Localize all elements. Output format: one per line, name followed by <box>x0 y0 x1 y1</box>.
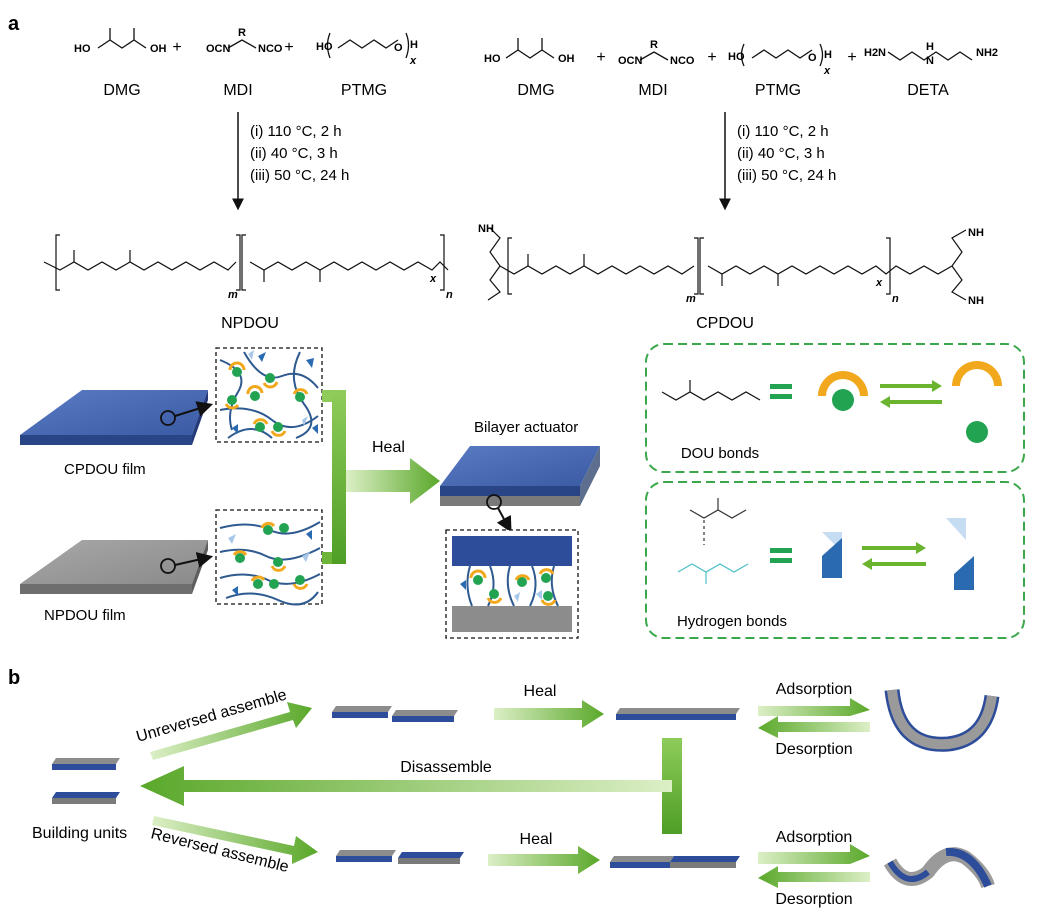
heal-arrow-top <box>494 700 604 728</box>
right-ptmg-ho: HO <box>728 51 745 63</box>
cpdou-nh-bottom: NH <box>968 295 984 307</box>
product-cpdou: CPDOU <box>696 315 754 332</box>
cpdou-n: n <box>892 293 899 305</box>
npdou-film-label: NPDOU film <box>44 607 126 624</box>
right-ptmg-o: O <box>808 52 817 64</box>
deta-n: N <box>926 55 934 67</box>
cpdou-hn-top: NH <box>478 223 494 235</box>
reaction-right-reagents <box>505 38 973 67</box>
right-mdi-ocn: OCN <box>618 55 643 67</box>
bilayer-actuator <box>440 446 600 533</box>
left-condition-2: (ii) 40 °C, 3 h <box>250 145 338 162</box>
heal-top-label: Heal <box>524 683 557 700</box>
right-reagent-dmg: DMG <box>517 82 554 99</box>
right-dmg-oh: OH <box>558 53 575 65</box>
cpdou-nh-top: NH <box>968 227 984 239</box>
deta-nh2: NH2 <box>976 47 998 59</box>
right-condition-2: (ii) 40 °C, 3 h <box>737 145 825 162</box>
product-npdou: NPDOU <box>221 315 279 332</box>
right-plus-1: + <box>596 49 605 66</box>
npdou-n: n <box>446 289 453 301</box>
unreversed-healed-strip <box>616 708 740 720</box>
left-plus-1: + <box>172 39 181 56</box>
cpdou-m: m <box>686 293 696 305</box>
reaction-left-reagents <box>97 28 410 59</box>
left-reagent-ptmg: PTMG <box>341 82 387 99</box>
cpdou-network-box <box>215 347 323 443</box>
left-condition-1: (i) 110 °C, 2 h <box>250 123 342 140</box>
reversed-separate-units <box>336 850 464 864</box>
legend-hydrogen-label: Hydrogen bonds <box>677 613 787 630</box>
disassemble-label: Disassemble <box>400 759 492 776</box>
cpdou-structure <box>487 227 967 301</box>
right-reagent-mdi: MDI <box>638 82 667 99</box>
left-dmg-ho: HO <box>74 43 91 55</box>
legend-dou-bonds <box>645 343 1025 473</box>
unreversed-assemble-arrow <box>150 702 312 760</box>
unreversed-separate-units <box>332 706 458 722</box>
npdou-structure <box>43 234 449 291</box>
panel-label-a: a <box>8 13 20 35</box>
right-ptmg-h: H <box>824 49 832 61</box>
left-plus-2: + <box>284 39 293 56</box>
deta-h: H <box>926 41 934 53</box>
bilayer-label: Bilayer actuator <box>474 419 578 436</box>
curved-actuator-s <box>883 847 995 889</box>
panel-label-b: b <box>8 667 20 689</box>
left-ptmg-o: O <box>394 42 403 54</box>
right-dmg-ho: HO <box>484 53 501 65</box>
left-ptmg-ho: HO <box>316 41 333 53</box>
left-reagent-mdi: MDI <box>223 82 252 99</box>
left-ptmg-x: x <box>409 55 417 67</box>
reversed-healed-strip <box>610 856 740 868</box>
heal-bottom-label: Heal <box>520 831 553 848</box>
right-ptmg-x: x <box>823 65 831 77</box>
right-condition-1: (i) 110 °C, 2 h <box>737 123 829 140</box>
disassemble-arrow <box>140 738 682 834</box>
adsorption-bottom-label: Adsorption <box>776 829 853 846</box>
adsorption-desorption-bottom <box>758 844 870 888</box>
legend-hydrogen-bonds <box>645 481 1025 639</box>
heal-arrow <box>322 390 440 564</box>
adsorption-desorption-top <box>758 698 870 738</box>
right-plus-2: + <box>707 49 716 66</box>
curved-actuator-c <box>884 689 1000 752</box>
left-mdi-ocn: OCN <box>206 43 231 55</box>
building-units <box>52 758 120 804</box>
adsorption-top-label: Adsorption <box>776 681 853 698</box>
right-plus-3: + <box>847 49 856 66</box>
npdou-film <box>20 540 214 594</box>
desorption-bottom-label: Desorption <box>775 891 852 908</box>
left-reagent-dmg: DMG <box>103 82 140 99</box>
heal-arrow-bottom <box>488 846 600 874</box>
left-dmg-oh: OH <box>150 43 167 55</box>
npdou-m: m <box>228 289 238 301</box>
right-mdi-r: R <box>650 39 658 51</box>
bilayer-interface-box <box>445 529 579 639</box>
right-reagent-deta: DETA <box>907 82 949 99</box>
npdou-x: x <box>429 273 437 285</box>
left-condition-3: (iii) 50 °C, 24 h <box>250 167 349 184</box>
cpdou-x: x <box>875 277 883 289</box>
desorption-top-label: Desorption <box>775 741 852 758</box>
heal-label: Heal <box>372 439 405 456</box>
right-reagent-ptmg: PTMG <box>755 82 801 99</box>
npdou-network-box <box>215 509 323 606</box>
deta-h2n: H2N <box>864 47 886 59</box>
cpdou-film <box>20 390 214 445</box>
left-mdi-r: R <box>238 27 246 39</box>
legend-dou-label: DOU bonds <box>681 445 759 462</box>
reversed-assemble-arrow <box>152 816 318 864</box>
right-condition-3: (iii) 50 °C, 24 h <box>737 167 836 184</box>
left-mdi-nco: NCO <box>258 43 283 55</box>
left-ptmg-h: H <box>410 39 418 51</box>
right-mdi-nco: NCO <box>670 55 695 67</box>
cpdou-film-label: CPDOU film <box>64 461 146 478</box>
building-units-label: Building units <box>32 825 127 842</box>
